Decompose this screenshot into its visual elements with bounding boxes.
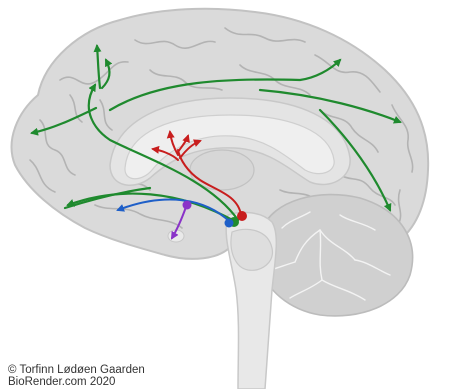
red-origin-nucleus bbox=[237, 211, 247, 221]
cerebellum bbox=[260, 195, 413, 316]
purple-origin-nucleus bbox=[183, 201, 192, 210]
blue-origin-nucleus bbox=[225, 219, 234, 228]
copyright-credit: © Torfinn Lødøen Gaarden bbox=[8, 364, 145, 376]
source-credit: BioRender.com 2020 bbox=[8, 376, 115, 388]
